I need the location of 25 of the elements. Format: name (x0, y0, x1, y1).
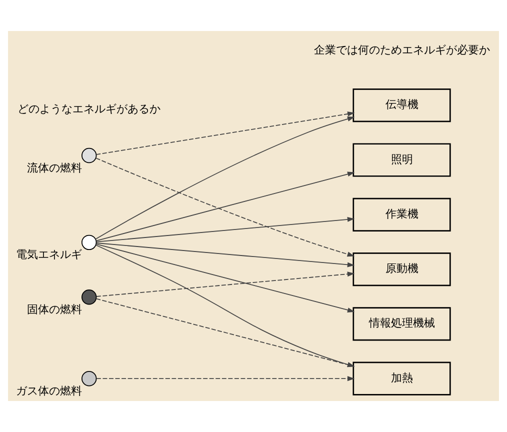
node-circle (82, 234, 97, 250)
node-box: 伝導機 (352, 88, 451, 122)
arrow (96, 272, 355, 297)
node-box: 原動機 (352, 252, 451, 286)
arrow (96, 111, 355, 155)
node-label: 電気エネルギ (16, 248, 82, 262)
node-box: 作業機 (352, 198, 451, 232)
node-label: ガス体の燃料 (16, 384, 82, 398)
node-circle (82, 370, 97, 386)
arrow (96, 158, 355, 257)
label: 企業では何のためエネルギが必要か (314, 43, 490, 56)
node-circle (82, 148, 97, 164)
arrow (96, 244, 355, 312)
node-box: 加熱 (352, 362, 451, 396)
label: どのようなエネルギがあるか (18, 102, 161, 116)
node-box: 情報処理機械 (352, 307, 451, 341)
arrow (95, 116, 355, 240)
node-label: 固体の燃料 (27, 302, 82, 316)
node-box: 照明 (352, 143, 451, 177)
arrow (96, 242, 355, 268)
node-label: 流体の燃料 (27, 161, 82, 174)
arrow (96, 216, 355, 242)
arrow (96, 376, 355, 382)
node-circle (82, 289, 97, 305)
arrow (96, 172, 355, 242)
